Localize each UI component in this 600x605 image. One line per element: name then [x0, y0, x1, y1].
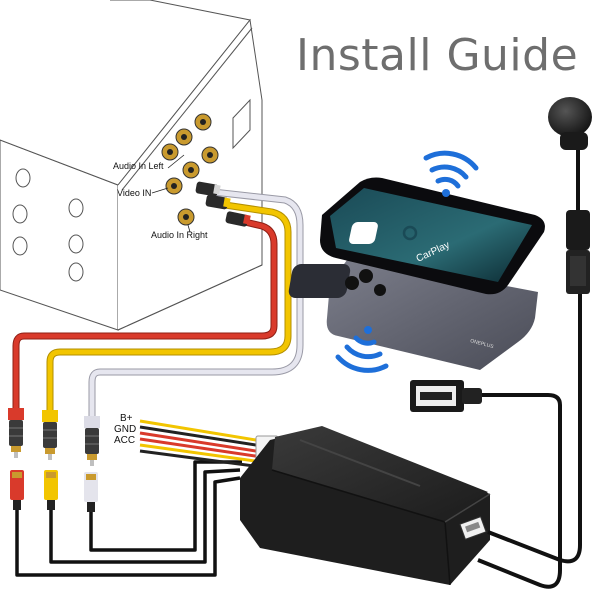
module-output-wires	[15, 460, 242, 577]
rca-socket	[194, 113, 212, 131]
rca-socket	[175, 128, 193, 146]
video-in-label: Video IN	[117, 188, 152, 198]
page-title: Install Guide	[296, 30, 579, 81]
rca-socket	[165, 177, 183, 195]
rca-plug-audio-right	[225, 211, 251, 227]
gnd-wire-label: GND	[114, 424, 137, 435]
rca-jack-red-female	[10, 470, 24, 510]
rca-socket	[182, 161, 200, 179]
power-wires	[139, 419, 263, 469]
audio-in-left-label: Audio In Left	[113, 161, 164, 171]
rca-plug-audio-left	[205, 194, 231, 210]
rca-socket	[177, 208, 195, 226]
rca-jack-yellow-female	[44, 470, 58, 510]
usb-connector	[410, 380, 482, 412]
rca-socket	[201, 146, 219, 164]
audio-in-right-label: Audio In Right	[151, 230, 208, 240]
audio-right-cable	[12, 218, 278, 414]
rca-jack-white-female	[84, 472, 98, 512]
rca-socket	[161, 143, 179, 161]
ferrite-bead	[566, 210, 590, 250]
wifi-signal-icon	[423, 150, 479, 197]
rca-plug-video	[195, 181, 221, 197]
rca-plug-yellow-male	[42, 410, 58, 460]
audio-left-cable	[46, 201, 292, 416]
acc-wire-label: ACC	[114, 435, 136, 446]
label-leaders	[151, 154, 191, 233]
wifi-signal-icon	[335, 326, 389, 373]
carplay-module	[240, 426, 491, 586]
video-cable	[88, 188, 304, 422]
rca-plug-white-male	[84, 416, 100, 466]
smartphone	[288, 177, 545, 370]
rca-plug-red-male	[8, 408, 24, 458]
bplus-wire-label: B+	[120, 413, 133, 424]
rca-socket-group	[161, 113, 219, 226]
microphone-icon	[548, 97, 592, 150]
mic-plug	[566, 250, 590, 294]
